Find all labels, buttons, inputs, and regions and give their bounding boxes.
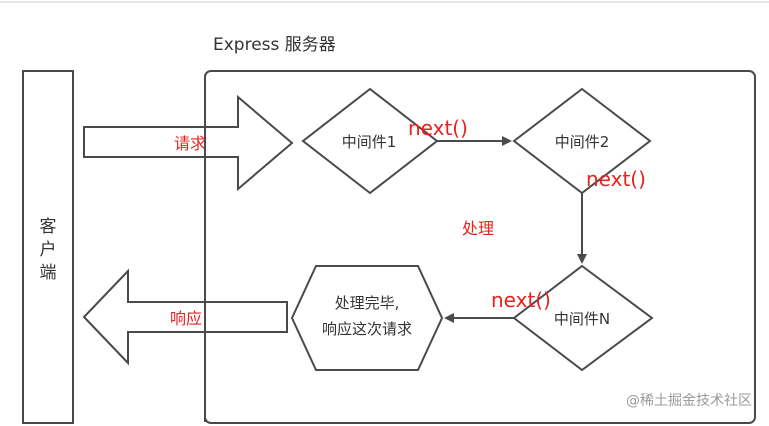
done-label-line-2: 响应这次请求 [322,320,412,338]
done-hexagon [290,265,444,371]
middleware-1-label: 中间件1 [342,133,397,151]
client-label-char-1: 客 [40,217,57,237]
request-label: 请求 [174,134,206,153]
middleware-n-label: 中间件N [554,310,610,328]
server-container [204,70,756,424]
response-label: 响应 [170,309,202,328]
next-label-1: next() [408,116,468,140]
middleware-n-diamond [512,264,654,372]
client-column [22,70,74,424]
response-arrow [82,268,288,366]
process-label: 处理 [462,219,494,238]
next-label-3: next() [491,288,551,312]
next-label-2: next() [586,167,646,191]
request-arrow [83,94,294,192]
done-label-line-1: 处理完毕, [335,294,400,312]
middleware-2-label: 中间件2 [555,133,610,151]
server-title: Express 服务器 [213,35,336,55]
client-label-char-3: 端 [40,263,57,283]
middleware-1-diamond [301,87,439,195]
watermark: @稀土掘金技术社区 [626,393,752,409]
client-label-char-2: 户 [40,240,57,260]
